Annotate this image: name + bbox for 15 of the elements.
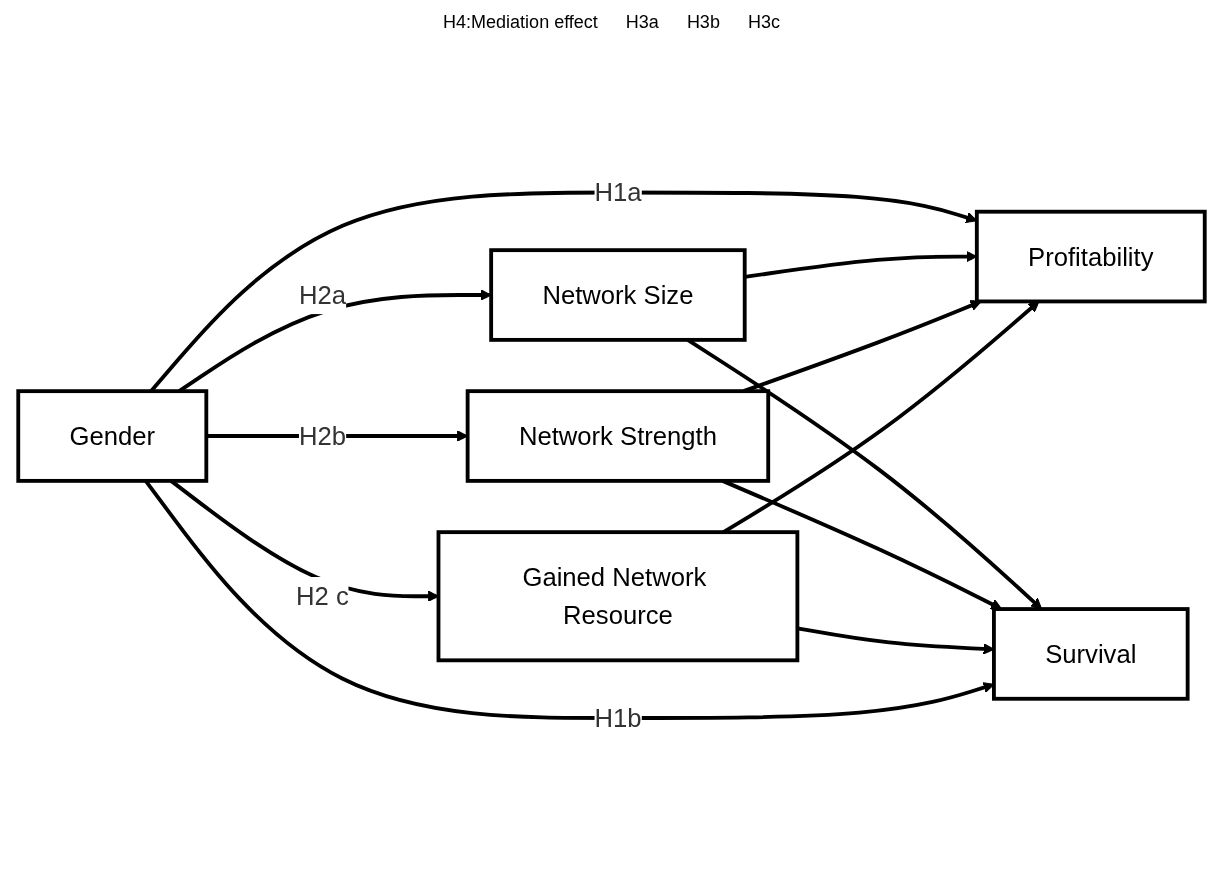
- hypothesis-label: H4:Mediation effect: [443, 12, 598, 33]
- node-box: Network Size: [489, 248, 747, 342]
- hypothesis-label: H3c: [747, 12, 780, 33]
- node-box: Survival: [992, 606, 1190, 701]
- node-box: Gender: [16, 388, 209, 483]
- node-box: Network Strength: [465, 388, 771, 483]
- node-box: Gained Network Resource: [436, 529, 800, 662]
- edge-label: H2b: [298, 421, 346, 450]
- edge-label: H2 c: [296, 581, 349, 611]
- hypothesis-label: H3b: [686, 12, 720, 33]
- node-box: Profitability: [974, 209, 1207, 304]
- edge-label: H1a: [594, 178, 642, 207]
- edge-label: H2a: [298, 280, 346, 309]
- hypothesis-label: H3a: [625, 12, 659, 33]
- edge-label: H1b: [594, 703, 642, 732]
